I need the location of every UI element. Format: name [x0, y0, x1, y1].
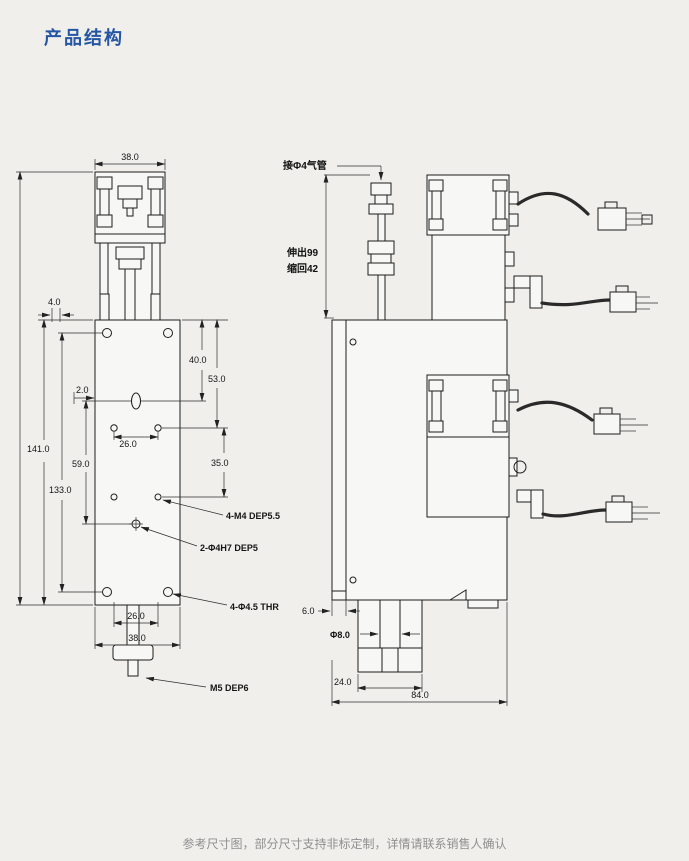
callout-thr-label: 4-Φ4.5 THR — [230, 602, 279, 612]
dim-bottom-width-label: 38.0 — [128, 633, 146, 643]
dim-bottom-pitch-label: 26.0 — [127, 611, 145, 621]
side-dim-step: 6.0 — [302, 600, 360, 616]
m4-hole — [154, 424, 162, 432]
dim-slot-center-label: 2.0 — [76, 385, 89, 395]
side-dim-overall-width: 84.0 — [331, 602, 508, 706]
dim-hole-pitch-y-label: 35.0 — [211, 458, 229, 468]
dim-top-width-label: 38.0 — [121, 152, 139, 162]
side-air-fitting — [367, 182, 395, 321]
m4-hole — [110, 493, 118, 501]
cable-plug-3 — [516, 400, 648, 435]
dim-offset-label: 4.0 — [48, 297, 61, 307]
page-title: 产品结构 — [44, 28, 124, 48]
front-callout-h7: 2-Φ4H7 DEP5 — [140, 526, 258, 553]
mounting-hole — [102, 328, 112, 338]
m4-hole — [110, 424, 118, 432]
front-callout-m4: 4-M4 DEP5.5 — [162, 499, 280, 521]
side-view: 接Φ4气管 伸出99 缩回42 — [283, 159, 660, 706]
front-dim-slot-to-hole: 59.0 — [72, 400, 131, 525]
dim-plate-height-label: 141.0 — [27, 444, 50, 454]
side-callout-shaft: Φ8.0 — [330, 630, 420, 640]
callout-h7-label: 2-Φ4H7 DEP5 — [200, 543, 258, 553]
callout-m5-label: M5 DEP6 — [210, 683, 249, 693]
front-dim-slot-center: 2.0 — [73, 385, 95, 404]
slot-hole — [131, 392, 141, 410]
side-top-motor-block — [426, 174, 519, 236]
label-extend: 伸出99 — [286, 246, 319, 259]
dim-hole-span-label: 133.0 — [49, 485, 72, 495]
mounting-hole — [163, 328, 173, 338]
dim-hole-pitch-x-label: 26.0 — [119, 439, 137, 449]
screw-head — [349, 576, 357, 584]
front-dim-top-width: 38.0 — [94, 152, 166, 170]
cable-plug-4 — [516, 489, 660, 523]
side-callout-air: 接Φ4气管 — [283, 159, 384, 181]
front-top-motor-block — [94, 171, 166, 235]
side-boss — [513, 460, 527, 474]
dim-hole-top-label: 53.0 — [208, 374, 226, 384]
side-dim-stroke: 伸出99 缩回42 — [286, 174, 370, 319]
front-dim-offset-4: 4.0 — [38, 297, 74, 322]
footer-note: 参考尺寸图，部分尺寸支持非标定制，详情请联系销售人确认 — [182, 837, 507, 851]
dim-bracket-width-label: 24.0 — [334, 677, 352, 687]
callout-shaft-dia-label: Φ8.0 — [330, 630, 350, 640]
front-callout-m5: M5 DEP6 — [145, 676, 249, 693]
front-dim-bottom: 26.0 38.0 — [94, 602, 181, 649]
cable-plug-1 — [516, 191, 653, 231]
callout-m4-label: 4-M4 DEP5.5 — [226, 511, 280, 521]
side-upper-bracket — [431, 234, 515, 321]
screw-head — [349, 338, 357, 346]
mounting-hole — [163, 587, 173, 597]
side-bottom-details — [332, 589, 499, 673]
front-main-plate — [94, 319, 181, 606]
front-dim-hole-pitch-x: 26.0 — [113, 432, 159, 449]
label-retract: 缩回42 — [287, 262, 319, 275]
front-dim-overall-left — [16, 171, 93, 606]
dim-step-label: 6.0 — [302, 606, 315, 616]
dim-overall-width-label: 84.0 — [411, 690, 429, 700]
side-mid-motor-block — [426, 374, 527, 518]
front-mid-section — [94, 233, 166, 321]
front-dim-hole-span: 133.0 — [49, 332, 102, 593]
side-dim-bracket-width: 24.0 — [334, 674, 423, 692]
mounting-hole — [102, 587, 112, 597]
front-callout-thr: 4-Φ4.5 THR — [172, 593, 279, 612]
m4-hole — [154, 493, 162, 501]
callout-air-label: 接Φ4气管 — [283, 159, 327, 172]
front-dim-right-column: 40.0 53.0 35.0 — [141, 319, 229, 498]
dim-slot-to-hole-label: 59.0 — [72, 459, 90, 469]
front-view: 38.0 — [16, 152, 280, 693]
chamfer-tab — [448, 589, 467, 601]
cable-plug-2 — [513, 275, 658, 313]
dim-slot-top-label: 40.0 — [189, 355, 207, 365]
front-dim-plate-height: 141.0 — [27, 319, 93, 606]
